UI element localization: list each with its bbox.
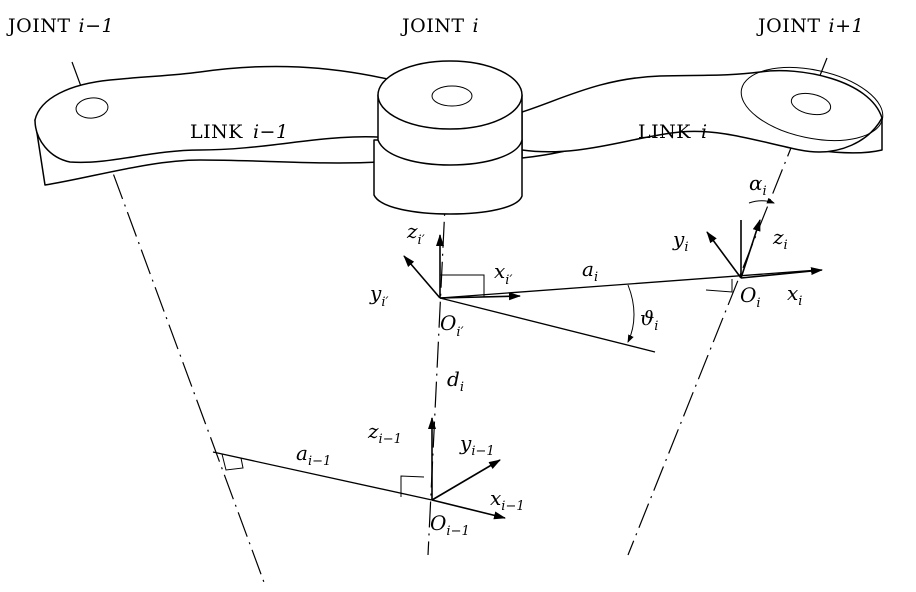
frame-iprime bbox=[403, 234, 819, 353]
y-im1-label: yi−1 bbox=[459, 431, 495, 459]
x-im1-projection bbox=[439, 297, 656, 353]
origin-i-label: Oi bbox=[740, 283, 761, 311]
y-im1-arrow bbox=[431, 459, 501, 501]
common-normal-aim1 bbox=[212, 451, 433, 501]
y-i-arrow bbox=[706, 231, 742, 279]
right-angle-mark-im1 bbox=[400, 475, 425, 497]
right-angle-mark-iprime bbox=[440, 274, 485, 297]
alpha-i-label: αi bbox=[749, 171, 767, 199]
y-iprime-label: yi′ bbox=[369, 281, 388, 310]
a-im1-label: ai−1 bbox=[296, 441, 331, 469]
y-i-label: yi bbox=[672, 227, 688, 255]
origin-im1-label: Oi−1 bbox=[430, 511, 470, 539]
z-i-arrow bbox=[740, 219, 761, 279]
frame-im1 bbox=[212, 417, 506, 520]
link-i-body bbox=[521, 67, 884, 159]
common-normal-ai bbox=[439, 269, 819, 299]
origin-iprime-label: Oi′ bbox=[440, 311, 464, 340]
a-i-label: ai bbox=[582, 257, 598, 285]
x-im1-label: xi−1 bbox=[490, 486, 525, 514]
frame-i bbox=[705, 197, 823, 293]
d-i-label: di bbox=[447, 367, 464, 395]
x-i-label: xi bbox=[787, 281, 802, 309]
right-angle-mark-i bbox=[705, 279, 733, 293]
x-iprime-label: xi′ bbox=[494, 259, 512, 288]
z-iprime-label: zi′ bbox=[406, 219, 425, 248]
x-i-arrow bbox=[740, 267, 823, 279]
z-i-label: zi bbox=[772, 225, 788, 253]
right-angle-mark-prev bbox=[221, 453, 244, 471]
z-im1-label: zi−1 bbox=[367, 419, 402, 447]
alpha-arc bbox=[748, 197, 775, 204]
x-iprime-arrow bbox=[439, 292, 521, 301]
joint-i-cylinder bbox=[373, 60, 523, 215]
theta-arc bbox=[627, 284, 635, 343]
x-im1-arrow bbox=[431, 499, 506, 520]
theta-i-label: ϑi bbox=[640, 306, 658, 334]
y-iprime-arrow bbox=[403, 255, 441, 299]
